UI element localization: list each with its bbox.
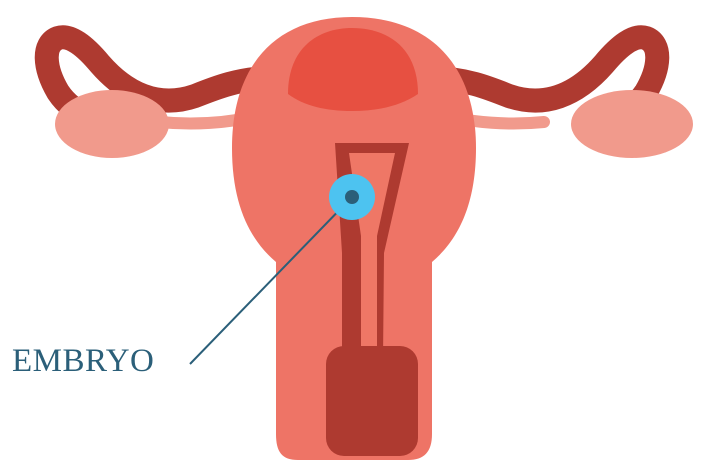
embryo-inner (345, 190, 359, 204)
cervix (326, 346, 418, 456)
right-ovary (571, 90, 693, 158)
left-ovary (55, 90, 169, 158)
embryo-label: EMBRYO (12, 343, 154, 379)
